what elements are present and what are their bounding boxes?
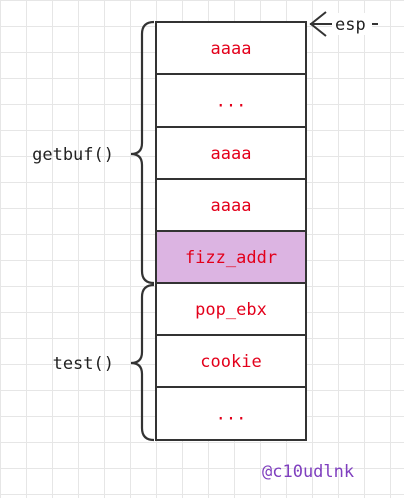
esp-label: esp	[335, 15, 366, 35]
esp-pointer: esp	[309, 11, 378, 37]
stack-cell: pop_ebx	[156, 283, 306, 335]
stack-cell-label: fizz_addr	[185, 248, 277, 268]
stack-borders	[155, 21, 307, 441]
stack-cell-label: aaaa	[211, 144, 252, 164]
test-label: test()	[53, 354, 114, 374]
stack-cell: ...	[156, 387, 306, 440]
stack-cell-bg	[156, 74, 306, 127]
stack-cell-bg	[156, 283, 306, 335]
stack-cell: aaaa	[156, 179, 306, 231]
getbuf-label: getbuf()	[32, 145, 114, 165]
stack-cell-bg	[156, 127, 306, 179]
getbuf-group: getbuf()	[32, 20, 155, 285]
stack-cell-highlight-bg	[156, 231, 306, 283]
stack-cell-label: cookie	[200, 352, 261, 372]
stack-cell-label: aaaa	[211, 196, 252, 216]
stack-cell: aaaa	[156, 127, 306, 179]
esp-arrow-head	[309, 11, 327, 37]
stack-cell-label: aaaa	[211, 39, 252, 59]
stack-cell-bg	[156, 335, 306, 387]
stack-cell-bg	[156, 387, 306, 440]
test-group: test()	[53, 283, 155, 442]
stack-cell: aaaa	[156, 22, 306, 74]
getbuf-brace	[130, 20, 155, 285]
stack-cell-label: pop_ebx	[195, 300, 267, 320]
stack-cell-bg	[156, 22, 306, 74]
stack-cell-label: ...	[216, 92, 247, 112]
stack-cell: ...	[156, 74, 306, 127]
stack-cell: fizz_addr	[156, 231, 306, 283]
watermark: @c10udlnk	[262, 462, 355, 482]
stack-cell-label: ...	[216, 405, 247, 425]
stack-cells: aaaa... aaaa aaaa fizz_addr pop_ebxcookie...	[156, 22, 306, 440]
stack-cell: cookie	[156, 335, 306, 387]
stack-cell-bg	[156, 179, 306, 231]
test-brace	[130, 283, 155, 442]
